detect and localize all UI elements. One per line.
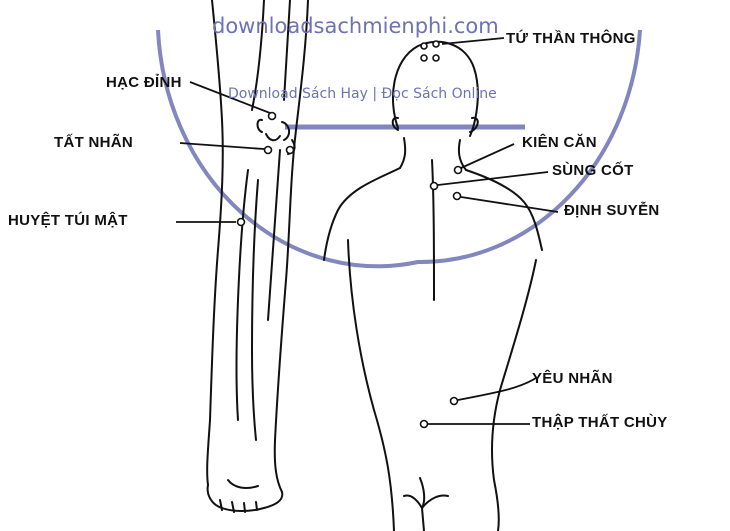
leader-kien-can [461,144,514,168]
acupoint-kien-can [455,167,462,174]
label-thap-that-chuy: THẬP THẤT CHÙY [532,414,668,431]
acupoint-tu-than-thong-3 [421,55,427,61]
label-tu-than-thong: TỨ THẦN THÔNG [506,30,636,47]
leader-tu-than-thong [442,38,504,44]
acupoint-yeu-nhan [451,398,458,405]
label-dinh-suyen: ĐỊNH SUYỄN [564,202,660,219]
leader-yeu-nhan [458,378,536,400]
watermark-subtext: Download Sách Hay | Đọc Sách Online [228,86,497,102]
watermark-text: downloadsachmienphi.com [212,14,499,38]
label-huyet-tui-mat: HUYỆT TÚI MẬT [8,212,128,229]
leader-dinh-suyen [461,197,558,212]
acupoint-huyet-tui-mat [238,219,245,226]
label-sung-cot: SÙNG CỐT [552,162,634,179]
torso-outline [324,42,542,531]
label-kien-can: KIÊN CĂN [522,134,597,151]
acupoint-tu-than-thong-4 [433,55,439,61]
acupoint-tat-nhan-2 [287,147,294,154]
acupoint-dinh-suyen [454,193,461,200]
acupoint-thap-that-chuy [421,421,428,428]
label-tat-nhan: TẤT NHÃN [54,134,133,151]
leg-outline [207,0,308,512]
acupoint-sung-cot [431,183,438,190]
acupoint-tat-nhan-1 [265,147,272,154]
leader-sung-cot [438,172,548,185]
acupoint-tu-than-thong-2 [433,41,439,47]
label-yeu-nhan: YÊU NHÃN [532,370,613,387]
label-hac-dinh: HẠC ĐỈNH [106,74,182,91]
acupoint-tu-than-thong-1 [421,43,427,49]
